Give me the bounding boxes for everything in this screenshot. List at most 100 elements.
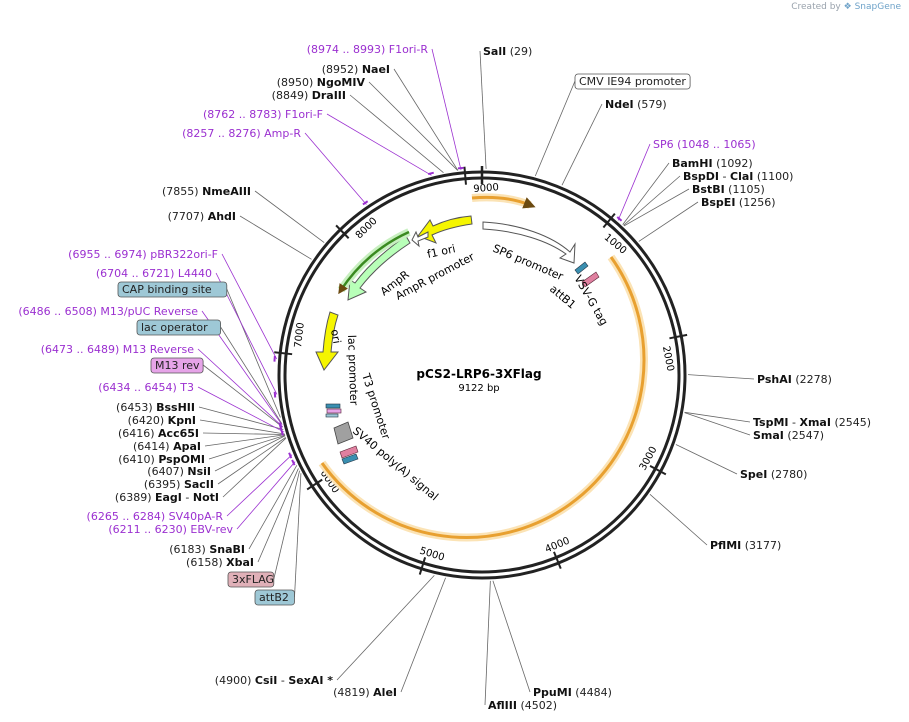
primer-coord: (6486 .. 6508) — [18, 305, 97, 318]
leader-line — [294, 473, 302, 598]
site-coord: (1105) — [725, 183, 765, 196]
plasmid-name: pCS2-LRP6-3XFlag — [416, 367, 541, 381]
leader-line — [220, 326, 283, 424]
site-name: BamHI — [672, 157, 713, 170]
cap-site-marker — [325, 413, 339, 418]
site-label-m13-reverse: (6473 .. 6489) M13 Reverse — [41, 343, 194, 356]
primer-name: EBV-rev — [187, 523, 234, 536]
primer-coord: (6473 .. 6489) — [41, 343, 120, 356]
leader-line — [649, 493, 708, 546]
site-label-l4440: (6704 .. 6721) L4440 — [96, 267, 212, 280]
site-name: SacII — [184, 478, 214, 491]
primer-coord: (6434 .. 6454) — [98, 381, 177, 394]
site-label-pbr322ori-f: (6955 .. 6974) pBR322ori-F — [68, 248, 218, 261]
site-name: NaeI — [362, 63, 390, 76]
site-separator: - — [277, 674, 288, 687]
primer-coord: (1048 .. 1065) — [674, 138, 756, 151]
site-label-bspdi: BspDI - ClaI (1100) — [683, 170, 793, 183]
site-label-f1ori-r: (8974 .. 8993) F1ori-R — [307, 43, 429, 56]
tick-label: 7000 — [293, 322, 307, 349]
site-coord: (8950) — [277, 76, 317, 89]
leader-line — [304, 132, 367, 205]
site-coord: (4484) — [572, 686, 612, 699]
site-label-sv40pa-r: (6265 .. 6284) SV40pA-R — [87, 510, 224, 523]
tick-mark — [335, 224, 350, 239]
snapgene-credit: Created by ❖ SnapGene — [791, 2, 901, 12]
tick-mark — [274, 351, 293, 356]
leader-line — [623, 188, 690, 227]
site-name: PpuMI — [533, 686, 572, 699]
site-separator: - — [182, 491, 193, 504]
leader-line — [684, 412, 751, 436]
primer-marker — [427, 171, 434, 176]
ampr-promoter-arrow — [411, 230, 429, 248]
site-coord: (2545) — [831, 416, 871, 429]
leader-line — [479, 50, 487, 170]
primer-coord: (8762 .. 8783) — [203, 108, 282, 121]
site-name: NsiI — [187, 465, 211, 478]
site-name: ApaI — [173, 440, 201, 453]
site-label-f1ori-f: (8762 .. 8783) F1ori-F — [203, 108, 323, 121]
site-coord: (6395) — [144, 478, 184, 491]
site-name-2: ClaI — [730, 170, 753, 183]
site-label-m13-puc-reverse: (6486 .. 6508) M13/pUC Reverse — [18, 305, 198, 318]
site-coord: (2278) — [792, 373, 832, 386]
primer-name: F1ori-R — [385, 43, 428, 56]
site-label-ngomiv: (8950) NgoMIV — [277, 76, 366, 89]
leader-line — [236, 461, 296, 530]
leader-line — [217, 437, 286, 485]
site-name: SmaI — [753, 429, 784, 442]
feature-label-box — [227, 571, 275, 588]
site-label-spei: SpeI (2780) — [740, 468, 807, 481]
site-name: NmeAIII — [202, 185, 251, 198]
feature-label-3xflag: 3xFLAG — [232, 573, 274, 586]
feature-label-m13-rev: M13 rev — [155, 359, 200, 372]
leader-line — [226, 288, 281, 418]
site-label-nsii: (6407) NsiI — [147, 465, 211, 478]
tick-label: 2000 — [660, 345, 676, 372]
primer-name: Amp-R — [261, 127, 302, 140]
site-separator: - — [789, 416, 800, 429]
site-name: DraIII — [312, 89, 346, 102]
m13-rev-marker — [326, 408, 342, 414]
primer-marker — [273, 391, 277, 398]
site-label-snabi: (6183) SnaBI — [169, 543, 245, 556]
site-label-bsshii: (6453) BssHII — [116, 401, 195, 414]
feature-label-lac-operator: lac operator — [141, 321, 208, 334]
leader-line — [226, 454, 293, 517]
leader-line — [197, 348, 283, 428]
site-name: CsiI — [255, 674, 277, 687]
feature-label-box — [136, 319, 221, 336]
tick-mark — [306, 478, 323, 491]
leader-line — [393, 68, 459, 171]
sv40-marker — [339, 445, 359, 459]
site-name: BspEI — [701, 196, 735, 209]
primer-name: T3 — [177, 381, 194, 394]
site-name: TspMI — [753, 416, 789, 429]
feature-label-box — [150, 357, 204, 374]
site-label-draiii: (8849) DraIII — [272, 89, 346, 102]
site-coord: (1092) — [713, 157, 753, 170]
tick-mark — [463, 166, 467, 185]
primer-marker — [616, 216, 623, 222]
leader-line — [208, 434, 286, 460]
site-name: AleI — [373, 686, 397, 699]
primer-coord: (8257 .. 8276) — [182, 127, 261, 140]
site-coord: (4502) — [517, 699, 557, 712]
primer-name: SP6 — [653, 138, 674, 151]
leader-line — [199, 419, 285, 435]
primer-coord: (6211 .. 6230) — [108, 523, 187, 536]
tick-mark — [553, 551, 562, 569]
leader-line — [239, 215, 312, 260]
leader-line — [326, 113, 432, 176]
site-label-ebv-rev: (6211 .. 6230) EBV-rev — [108, 523, 233, 536]
leader-line — [204, 434, 285, 447]
tick-label: 1000 — [602, 232, 629, 257]
leader-line — [687, 374, 755, 380]
site-name: PflMI — [710, 539, 741, 552]
site-name: KpnI — [168, 414, 196, 427]
site-label-sali: SalI (29) — [483, 45, 532, 58]
site-name: AflIII — [488, 699, 517, 712]
site-coord: (3177) — [741, 539, 781, 552]
